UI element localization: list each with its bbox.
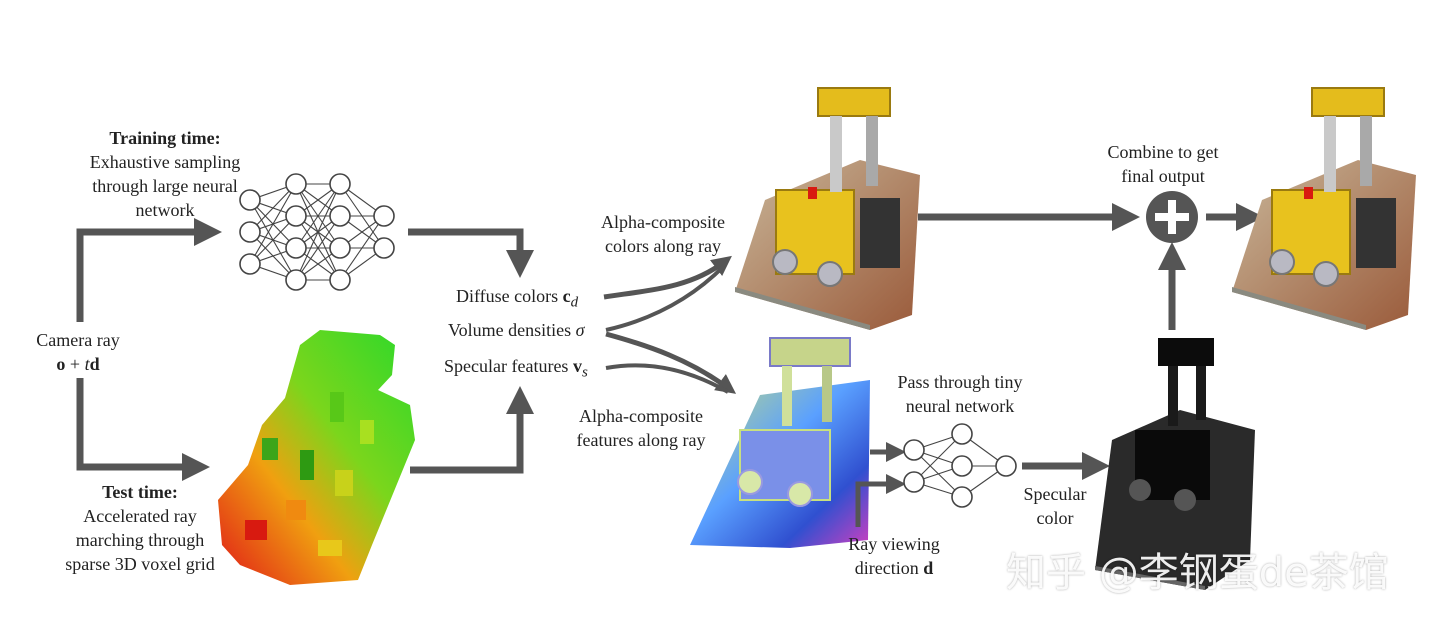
diffuse-render-image [735, 87, 920, 330]
test-time-label: Test time: Accelerated ray marching thro… [20, 480, 260, 576]
training-line2: through large neural [92, 176, 238, 196]
tiny-neural-network-icon [903, 423, 1017, 508]
test-heading: Test time: [102, 482, 178, 502]
output-split-arrows [603, 255, 737, 394]
ray-direction-label: Ray viewing direction d [848, 534, 940, 578]
feature-render-image [690, 337, 870, 548]
test-line2: marching through [75, 530, 205, 550]
composite-colors-label: Alpha-composite colors along ray [601, 212, 725, 256]
camera-ray-arrows [76, 218, 534, 481]
training-time-label: Training time: Exhaustive sampling throu… [40, 126, 290, 222]
tiny-network-label: Pass through tiny neural network [897, 372, 1023, 416]
diffuse-colors-label: Diffuse colors cd [456, 286, 579, 311]
final-output-image [1232, 87, 1416, 330]
test-line1: Accelerated ray [83, 506, 197, 526]
training-line3: network [135, 200, 195, 220]
camera-ray-label: Camera ray o + td [20, 328, 136, 376]
training-heading: Training time: [109, 128, 221, 148]
test-line3: sparse 3D voxel grid [65, 554, 215, 574]
training-line1: Exhaustive sampling [89, 152, 241, 172]
composite-features-label: Alpha-composite features along ray [576, 406, 706, 450]
specular-features-label: Specular features vs [444, 356, 588, 381]
camera-ray-text: Camera ray [36, 330, 120, 350]
sparse-voxel-grid-image [218, 330, 415, 585]
combine-label: Combine to get final output [1107, 142, 1219, 186]
tiny-network-input-arrows [855, 442, 906, 527]
specular-render-image [1095, 338, 1255, 590]
watermark: 知乎 @李钢蛋de茶馆 [1006, 550, 1389, 596]
camera-ray-formula: o + td [56, 354, 100, 374]
combine-plus-icon [1146, 191, 1198, 243]
combine-arrows [918, 203, 1264, 330]
volume-densities-label: Volume densities σ [448, 320, 585, 340]
large-neural-network-icon [239, 173, 395, 291]
specular-color-label: Specular color [1023, 484, 1087, 528]
